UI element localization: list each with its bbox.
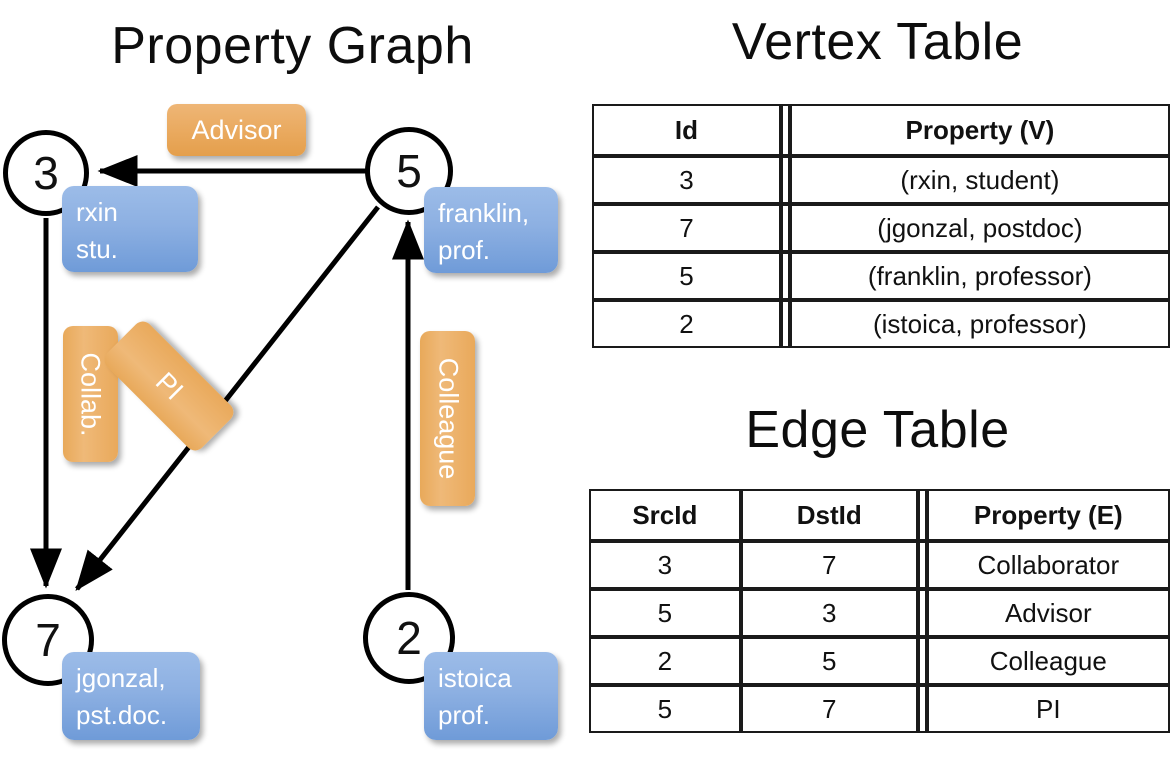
edge-cell-srcid: 5 [589, 589, 741, 637]
vertex-property-5-line1: franklin, [438, 198, 530, 228]
edge-cell-srcid: 5 [589, 685, 741, 733]
table-row: 5 7 PI [589, 685, 1170, 733]
table-row: 3 (rxin, student) [592, 156, 1170, 204]
graph-edges-svg [30, 155, 424, 591]
edge-header-property: Property (E) [926, 489, 1170, 541]
vertex-property-2-line2: prof. [438, 699, 491, 730]
column-spacer [780, 300, 790, 348]
vertex-cell-property: (rxin, student) [789, 156, 1170, 204]
edge-label-colleague-text: Colleague [433, 357, 463, 480]
edge-cell-property: Collaborator [926, 541, 1170, 589]
edge-cell-property: PI [926, 685, 1170, 733]
graph-node-7-label: 7 [35, 614, 61, 666]
edge-label-advisor-text: Advisor [191, 114, 282, 145]
vertex-cell-property: (istoica, professor) [789, 300, 1170, 348]
property-graph-panel: Property Graph 3 5 7 2 rxin stu. frankli… [2, 17, 558, 740]
page-title-edge-table: Edge Table [745, 401, 1010, 459]
table-header-row: SrcId DstId Property (E) [589, 489, 1170, 541]
table-row: 2 5 Colleague [589, 637, 1170, 685]
table-row: 3 7 Collaborator [589, 541, 1170, 589]
vertex-property-box-7: jgonzal, pst.doc. [62, 652, 200, 740]
edge-label-advisor: Advisor [167, 104, 306, 156]
vertex-cell-property: (franklin, professor) [789, 252, 1170, 300]
edge-header-srcid: SrcId [589, 489, 741, 541]
graph-node-2-label: 2 [396, 612, 422, 664]
column-spacer [780, 104, 790, 156]
graph-node-5[interactable]: 5 [365, 127, 453, 215]
column-spacer [780, 204, 790, 252]
graph-node-3-label: 3 [33, 147, 59, 199]
vertex-property-box-5: franklin, prof. [424, 187, 558, 273]
column-spacer [917, 489, 927, 541]
vertex-property-box-3: rxin stu. [62, 186, 198, 272]
vertex-property-2-line1: istoica [438, 663, 512, 693]
edge-label-colleague: Colleague [420, 331, 475, 506]
edge-cell-property: Colleague [926, 637, 1170, 685]
vertex-cell-property: (jgonzal, postdoc) [789, 204, 1170, 252]
vertex-property-3-line1: rxin [76, 197, 118, 227]
vertex-cell-id: 2 [592, 300, 781, 348]
column-spacer [917, 541, 927, 589]
edge-5-to-7 [75, 205, 380, 591]
edge-label-pi-text: PI [149, 366, 189, 406]
edge-cell-dstid: 5 [740, 637, 918, 685]
table-row: 5 (franklin, professor) [592, 252, 1170, 300]
column-spacer [917, 637, 927, 685]
edge-cell-dstid: 3 [740, 589, 918, 637]
graph-node-5-label: 5 [396, 145, 422, 197]
edge-cell-srcid: 3 [589, 541, 741, 589]
vertex-cell-id: 7 [592, 204, 781, 252]
edge-label-collab-text: Collab. [76, 351, 107, 437]
table-row: 2 (istoica, professor) [592, 300, 1170, 348]
vertex-property-5-line2: prof. [438, 234, 491, 265]
edge-cell-dstid: 7 [740, 685, 918, 733]
vertex-property-box-2: istoica prof. [424, 652, 558, 740]
edge-cell-srcid: 2 [589, 637, 741, 685]
table-row: 7 (jgonzal, postdoc) [592, 204, 1170, 252]
vertex-header-property: Property (V) [789, 104, 1170, 156]
table-row: 5 3 Advisor [589, 589, 1170, 637]
column-spacer [780, 252, 790, 300]
column-spacer [917, 589, 927, 637]
edge-label-collab: Collab. [63, 326, 118, 462]
edge-table: SrcId DstId Property (E) 3 7 Collaborato… [589, 489, 1170, 733]
page-title-property-graph: Property Graph [111, 17, 474, 75]
vertex-table: Id Property (V) 3 (rxin, student) 7 (jgo… [592, 104, 1170, 348]
column-spacer [917, 685, 927, 733]
vertex-property-3-line2: stu. [76, 233, 118, 264]
page-title-vertex-table: Vertex Table [731, 13, 1024, 71]
edge-header-dstid: DstId [740, 489, 918, 541]
edge-cell-dstid: 7 [740, 541, 918, 589]
vertex-header-id: Id [592, 104, 781, 156]
column-spacer [780, 156, 790, 204]
edge-cell-property: Advisor [926, 589, 1170, 637]
vertex-cell-id: 3 [592, 156, 781, 204]
vertex-property-7-line2: pst.doc. [76, 699, 168, 730]
vertex-cell-id: 5 [592, 252, 781, 300]
table-header-row: Id Property (V) [592, 104, 1170, 156]
graph-node-2[interactable]: 2 [363, 592, 455, 684]
vertex-property-7-line1: jgonzal, [76, 663, 166, 693]
